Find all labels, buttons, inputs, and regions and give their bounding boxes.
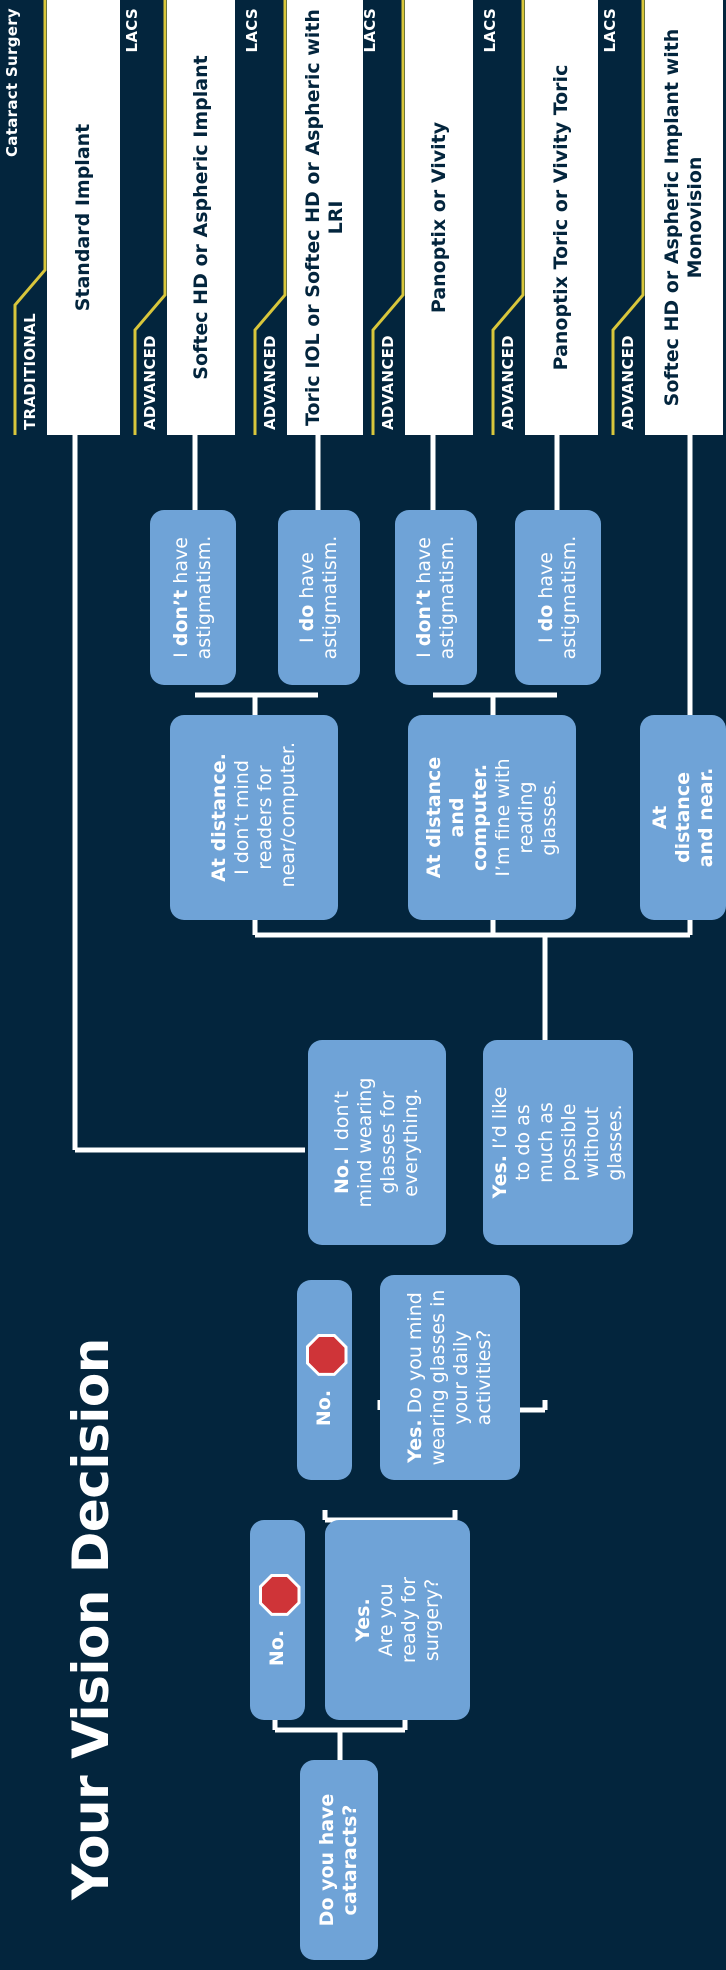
outcome-category-1: TRADITIONAL <box>21 312 39 430</box>
outcome-box-4: Panoptix or Vivity <box>405 0 473 435</box>
outcome-box-2: Softec HD or Aspheric Implant <box>167 0 235 435</box>
outcome-type-4: LACS <box>361 8 379 53</box>
node-astig4-text: I do have astigmatism. <box>535 533 581 663</box>
outcome-type-1: Cataract Surgery <box>3 8 21 157</box>
outcome-box-5: Panoptix Toric or Vivity Toric <box>525 0 598 435</box>
outcome-box-1: Standard Implant <box>47 0 120 435</box>
node-yes2-text: Yes. Do you mind wearing glasses in your… <box>404 1283 496 1472</box>
outcome-type-5: LACS <box>481 8 499 53</box>
node-astig3-text: I don’t have astigmatism. <box>413 533 459 663</box>
outcome-box-3: Toric IOL or Softec HD or Aspheric with … <box>287 0 363 435</box>
outcome-box-6: Softec HD or Aspheric Implant with Monov… <box>645 0 723 435</box>
node-no3-bold: No. <box>331 1157 353 1195</box>
node-distance-computer: At distance and computer. I’m fine with … <box>408 715 576 920</box>
node-cataracts-text: Do you have cataracts? <box>316 1793 361 1927</box>
astig1-part-b: don’t <box>170 589 192 647</box>
node-yes1-text: Are you ready for surgery? <box>374 1576 443 1664</box>
node-cataracts: Do you have cataracts? <box>300 1760 378 1960</box>
node-astig1-text: I don’t have astigmatism. <box>170 533 216 663</box>
node-dist-text: I don’t mind readers for near/computer. <box>231 741 299 888</box>
outcome-category-2: ADVANCED <box>141 335 159 430</box>
node-yes1-bold: Yes. <box>351 1598 374 1642</box>
stop-sign-icon <box>259 1574 301 1616</box>
node-yes3-text: Yes. I’d like to do as much as possible … <box>489 1078 627 1208</box>
node-at-distance: At distance. I don’t mind readers for ne… <box>170 715 338 920</box>
node-astig-2: I do have astigmatism. <box>278 510 360 685</box>
node-mind-glasses: Yes. Do you mind wearing glasses in your… <box>380 1275 520 1480</box>
node-dist-bold: At distance. <box>208 753 230 882</box>
node-comp-text: I’m fine with reading glasses. <box>492 758 560 877</box>
outcome-category-4: ADVANCED <box>379 335 397 430</box>
astig2-part-a: I <box>296 631 318 643</box>
node-no-surgery: No. <box>297 1280 352 1480</box>
astig1-part-a: I <box>170 646 192 658</box>
node-yes2-bold: Yes. <box>404 1419 426 1463</box>
node-near-bold: At distance and near. <box>648 767 717 868</box>
node-astig-1: I don’t have astigmatism. <box>150 510 236 685</box>
node-without-glasses: Yes. I’d like to do as much as possible … <box>483 1040 633 1245</box>
outcome-type-6: LACS <box>601 8 619 53</box>
outcome-type-2: LACS <box>123 8 141 53</box>
node-no2-text: No. <box>313 1389 335 1427</box>
outcome-category-6: ADVANCED <box>619 335 637 430</box>
astig3-part-b: don’t <box>413 589 435 647</box>
outcome-category-3: ADVANCED <box>261 335 279 430</box>
astig4-part-a: I <box>535 631 557 643</box>
node-astig2-text: I do have astigmatism. <box>296 533 342 663</box>
stop-sign-icon <box>306 1334 348 1376</box>
node-no3-text: No. I don’t mind wearing glasses for eve… <box>331 1078 423 1208</box>
astig3-part-a: I <box>413 646 435 658</box>
node-ready-for-surgery: Yes. Are you ready for surgery? <box>325 1520 470 1720</box>
node-no-cataracts: No. <box>250 1520 305 1720</box>
node-comp-bold: At distance and computer. <box>423 756 491 879</box>
astig4-part-b: do <box>535 604 557 632</box>
node-astig-3: I don’t have astigmatism. <box>395 510 477 685</box>
node-no1-text: No. <box>266 1629 288 1667</box>
astig2-part-b: do <box>296 604 318 632</box>
node-distance-near: At distance and near. <box>640 715 726 920</box>
node-yes3-bold: Yes. <box>489 1154 511 1199</box>
outcome-type-3: LACS <box>243 8 261 53</box>
node-astig-4: I do have astigmatism. <box>515 510 601 685</box>
node-dont-mind-glasses: No. I don’t mind wearing glasses for eve… <box>308 1040 446 1245</box>
outcome-category-5: ADVANCED <box>499 335 517 430</box>
